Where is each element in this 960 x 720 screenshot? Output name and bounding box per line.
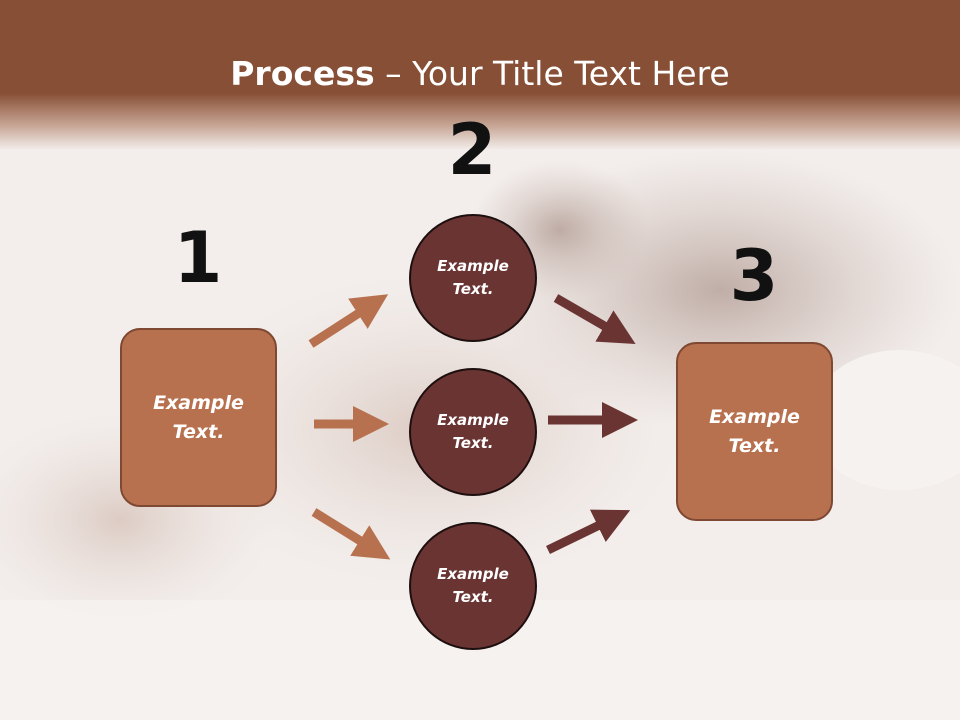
title-banner <box>0 0 960 150</box>
title-bold: Process <box>230 54 375 93</box>
circle-top-text: Example Text. <box>437 257 509 298</box>
circle-middle[interactable]: Example Text. <box>409 368 537 496</box>
circle-bottom-text: Example Text. <box>437 565 509 606</box>
right-process-box[interactable]: Example Text. <box>676 342 833 521</box>
title-rest: – Your Title Text Here <box>374 54 730 93</box>
circle-middle-text: Example Text. <box>437 411 509 452</box>
left-box-text: Example Text. <box>153 391 244 443</box>
step-number-2: 2 <box>447 109 497 191</box>
circle-bottom[interactable]: Example Text. <box>409 522 537 650</box>
step-number-1: 1 <box>173 217 223 299</box>
step-number-3: 3 <box>729 235 779 317</box>
circle-top[interactable]: Example Text. <box>409 214 537 342</box>
arrow-left-to-top <box>308 294 389 348</box>
arrow-left-to-bottom <box>311 508 391 560</box>
arrow-bottom-to-right <box>546 509 631 555</box>
page-title: Process – Your Title Text Here <box>0 52 960 96</box>
arrow-top-to-right <box>553 294 636 345</box>
right-box-text: Example Text. <box>709 405 800 457</box>
left-process-box[interactable]: Example Text. <box>120 328 277 507</box>
